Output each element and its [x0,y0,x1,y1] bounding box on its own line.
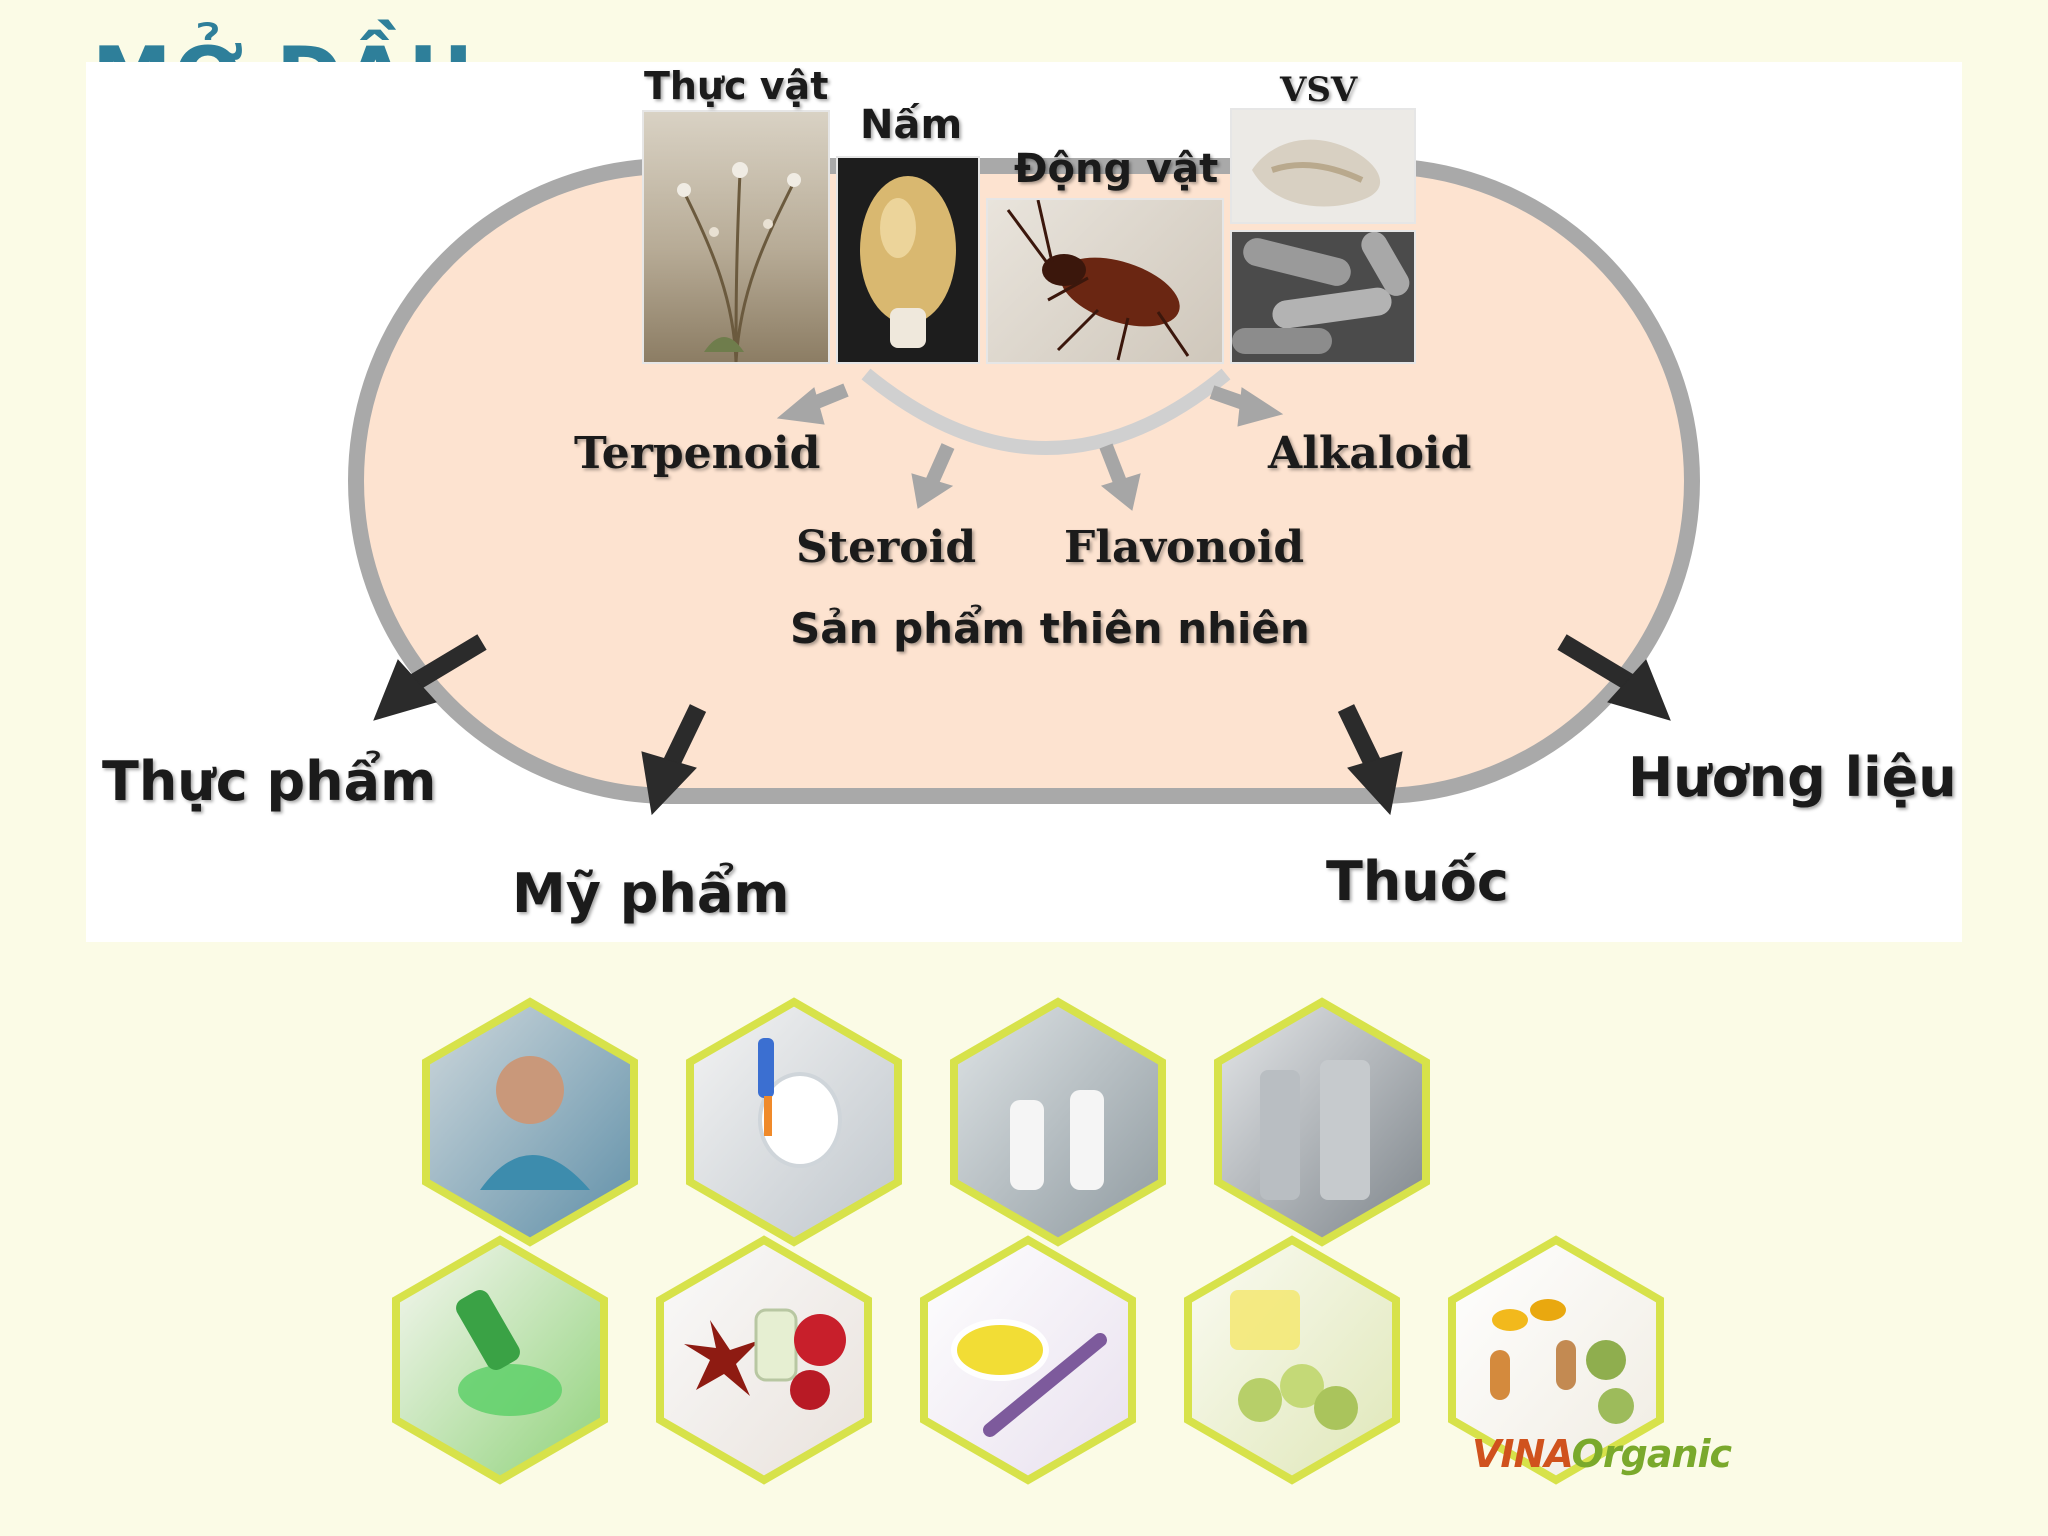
compound-arrows [776,383,1284,511]
steel-tanks-photo [1214,997,1430,1247]
source-label-microbe: VSV [1280,70,1358,110]
oil-spoon-lavender-photo [920,1235,1136,1485]
spices-oil-photo [656,1235,872,1485]
source-label-fungus: Nấm [860,102,963,148]
arrow-head-cosmetics [641,751,697,816]
microbe-colony-photo [1232,110,1414,222]
natural-products-diagram: Thực vật Nấm Động vật VSV Terpenoid Ster… [86,62,1962,942]
arrow-head-medicine [1347,751,1403,816]
arrow-head-steroid [911,473,954,509]
source-label-plant: Thực vật [644,64,829,108]
microbe-photo [1232,232,1414,362]
application-food: Thực phẩm [102,750,437,813]
arrow-to-flavonoid [1099,443,1127,485]
bacteria-icon [1232,232,1410,354]
application-medicine: Thuốc [1326,850,1509,913]
arrow-to-cosmetics [663,704,707,766]
capsules-photo [1448,1235,1664,1485]
arrow-to-medicine [1337,704,1381,766]
source-label-animal: Động vật [1014,146,1219,192]
arrow-head-flavonoid [1100,473,1141,511]
plant-photo [644,112,828,362]
brand-logo: VINAOrganic [1472,1432,1732,1476]
mushroom-photo [838,158,978,362]
scientist-test-tube-photo [686,997,902,1247]
arrow-head-fragrance [1607,659,1671,721]
source-arc [861,368,1231,455]
beetle-icon [1006,200,1190,361]
grapes-oil-photo [1184,1235,1400,1485]
lab-technician-photo [422,997,638,1247]
logo-part-vina: VINA [1472,1432,1573,1476]
logo-part-organic: Organic [1571,1432,1732,1476]
factory-workers-photo [950,997,1166,1247]
arrow-to-fragrance [1557,634,1637,692]
arrow-head-terpenoid [776,387,825,425]
compound-alkaloid: Alkaloid [1268,428,1472,479]
hexagon-collage [392,997,1664,1485]
mushroom-icon [860,176,956,348]
arrow-to-steroid [925,443,955,485]
aloe-gel-photo [392,1235,608,1485]
plant-icon [677,162,801,362]
arrow-to-food [407,634,487,692]
arrow-head-alkaloid [1237,387,1284,427]
application-cosmetics: Mỹ phẩm [512,862,790,925]
center-label: Sản phẩm thiên nhiên [790,604,1310,653]
compound-flavonoid: Flavonoid [1064,522,1305,573]
application-fragrance: Hương liệu [1628,746,1957,809]
beetle-photo [988,200,1222,362]
compound-terpenoid: Terpenoid [574,428,821,479]
application-arrows [373,634,1671,816]
arrow-head-food [373,659,437,721]
compound-steroid: Steroid [796,522,977,573]
colony-icon [1252,139,1381,207]
